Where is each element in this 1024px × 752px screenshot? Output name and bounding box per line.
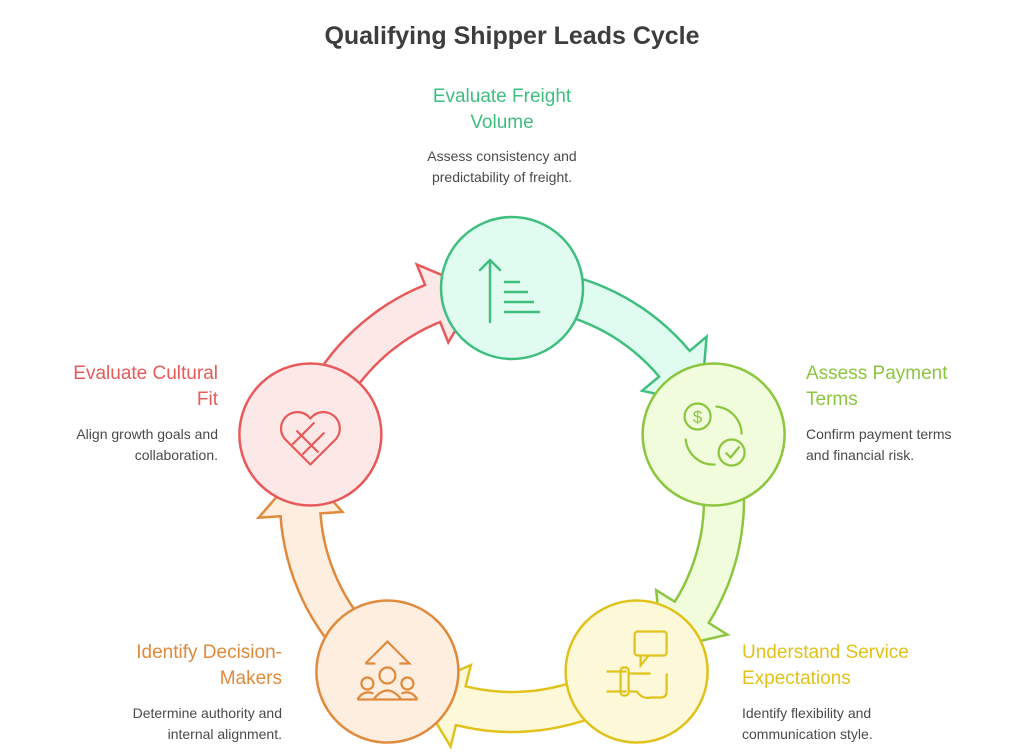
step-circle-orange — [315, 599, 460, 744]
cycle-nodes: $ — [238, 215, 786, 744]
step-node-green — [439, 215, 585, 361]
bar-chart-growth-icon — [478, 258, 540, 324]
step-node-pink — [238, 362, 383, 507]
step-node-lime: $ — [641, 362, 786, 507]
step-title-decision-makers: Identify Decision-Makers — [136, 642, 282, 689]
woven-heart-icon — [279, 411, 341, 466]
step-node-yellow — [564, 599, 709, 744]
handshake-chat-icon — [606, 630, 668, 699]
diagram-title: Qualifying Shipper Leads Cycle — [324, 22, 700, 50]
step-circle-pink — [238, 362, 383, 507]
svg-text:$: $ — [693, 408, 703, 427]
step-node-orange — [315, 599, 460, 744]
step-circle-yellow — [564, 599, 709, 744]
step-circle-green — [439, 215, 585, 361]
step-circle-lime — [641, 362, 786, 507]
payment-check-icon: $ — [683, 402, 746, 467]
team-leader-icon — [356, 639, 419, 701]
